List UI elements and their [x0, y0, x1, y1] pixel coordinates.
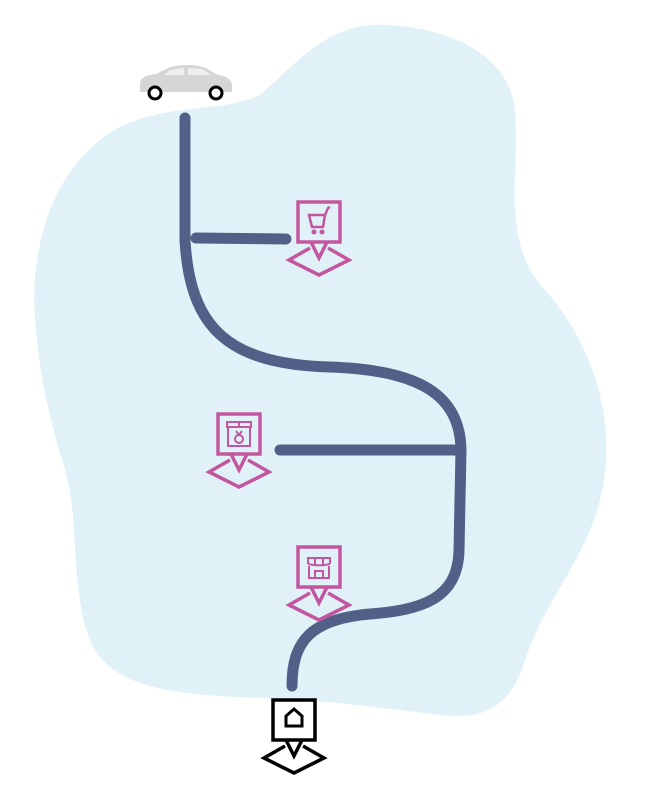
home-destination-pin[interactable]	[262, 698, 326, 775]
home-icon	[284, 707, 304, 728]
branch-to-cart	[190, 232, 292, 245]
car-icon	[140, 65, 232, 101]
store-stop-pin[interactable]	[287, 545, 351, 622]
route-path	[179, 112, 467, 692]
main-route	[179, 112, 467, 692]
storefront-icon	[307, 557, 331, 579]
shopping-cart-icon	[307, 205, 331, 235]
grocery-stop-pin[interactable]	[207, 412, 271, 489]
cart-stop-pin[interactable]	[287, 200, 351, 277]
grocery-bag-icon	[226, 421, 252, 447]
